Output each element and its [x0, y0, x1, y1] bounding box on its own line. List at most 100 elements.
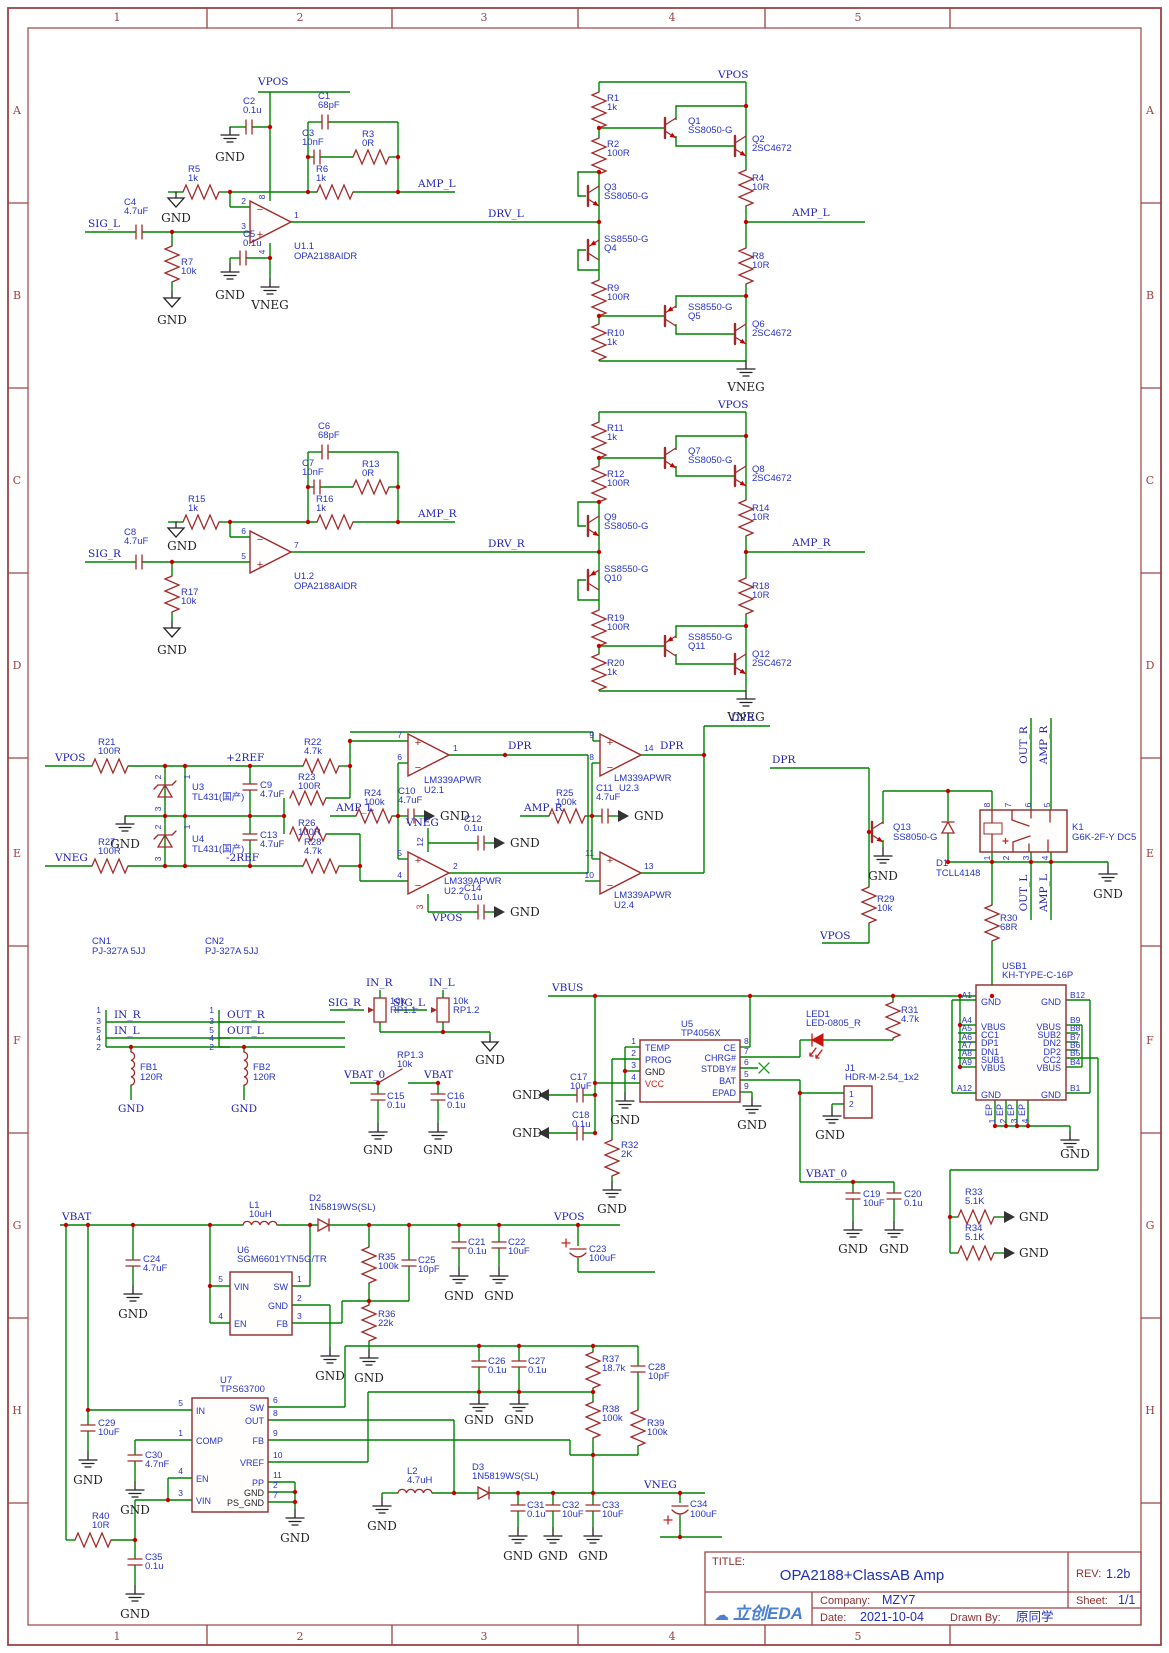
capacitor-symbol[interactable]: [510, 1504, 526, 1512]
component-label[interactable]: C2: [243, 96, 255, 107]
component-label[interactable]: U1.1: [294, 241, 314, 252]
component-label[interactable]: 10uF: [508, 1246, 530, 1257]
component-label[interactable]: 4.7nF: [145, 1459, 169, 1470]
component-label[interactable]: 0R: [362, 468, 374, 479]
component-label[interactable]: C10: [398, 786, 415, 797]
component-label[interactable]: 100uF: [690, 1509, 717, 1520]
net-label[interactable]: VPOS: [257, 76, 288, 88]
net-label[interactable]: OUT_L: [227, 1025, 264, 1037]
component-label[interactable]: 68R: [1000, 922, 1018, 933]
component-label[interactable]: R38: [602, 1404, 619, 1415]
resistor-symbol[interactable]: [302, 857, 340, 875]
component-label[interactable]: Q11: [688, 641, 705, 652]
capacitor-symbol[interactable]: [630, 1365, 646, 1373]
component-label[interactable]: C30: [145, 1450, 162, 1461]
resistor-symbol[interactable]: [590, 465, 608, 503]
net-label[interactable]: VBUS: [551, 982, 583, 994]
component-label[interactable]: TCLL4148: [936, 868, 980, 879]
capacitor-symbol[interactable]: [239, 250, 247, 266]
resistor-symbol[interactable]: [590, 137, 608, 175]
net-label[interactable]: OUT_L: [1018, 875, 1030, 912]
net-label[interactable]: VNEG: [405, 817, 439, 829]
component-label[interactable]: R40: [92, 1511, 109, 1522]
capacitor-symbol[interactable]: [127, 1454, 143, 1462]
component-label[interactable]: R16: [316, 494, 333, 505]
component-label[interactable]: C19: [863, 1189, 880, 1200]
component-label[interactable]: R25: [556, 788, 573, 799]
component-label[interactable]: 5.1K: [965, 1232, 985, 1243]
component-label[interactable]: C16: [447, 1091, 464, 1102]
net-label[interactable]: AMP_L: [335, 802, 374, 814]
capacitor-symbol[interactable]: [313, 479, 321, 495]
component-label[interactable]: 0.1u: [572, 1119, 591, 1130]
component-label[interactable]: 100k: [364, 797, 385, 808]
component-label[interactable]: C31: [527, 1500, 544, 1511]
net-label[interactable]: DPR: [508, 740, 532, 752]
capacitor-symbol[interactable]: [127, 1558, 143, 1566]
net-label[interactable]: DPR: [731, 712, 755, 724]
capacitor-symbol[interactable]: [125, 1259, 141, 1267]
component-label[interactable]: C6: [318, 421, 330, 432]
resistor-symbol[interactable]: [289, 789, 327, 807]
capacitor-symbol[interactable]: [135, 224, 143, 240]
net-label[interactable]: VBAT_0: [343, 1069, 385, 1081]
component-label[interactable]: K1: [1072, 822, 1084, 833]
component-label[interactable]: C33: [602, 1500, 619, 1511]
component-label[interactable]: 10k: [390, 996, 406, 1007]
component-label[interactable]: 1k: [607, 432, 617, 443]
component-label[interactable]: 4.7k: [901, 1014, 919, 1025]
component-label[interactable]: C34: [690, 1499, 707, 1510]
resistor-symbol[interactable]: [163, 575, 181, 613]
component-label[interactable]: U1.2: [294, 571, 314, 582]
tl431-symbol[interactable]: [153, 830, 177, 848]
resistor-symbol[interactable]: [360, 1246, 378, 1284]
net-label[interactable]: DPR: [660, 740, 684, 752]
component-label[interactable]: 0.1u: [468, 1246, 487, 1257]
resistor-symbol[interactable]: [737, 499, 755, 537]
capacitor-symbol[interactable]: [601, 808, 609, 824]
net-label[interactable]: AMP_R: [523, 802, 564, 814]
component-label[interactable]: 100R: [98, 846, 121, 857]
component-label[interactable]: 10R: [92, 1520, 110, 1531]
component-label[interactable]: D3: [472, 1462, 484, 1473]
switch-lever[interactable]: [377, 1068, 403, 1084]
component-label[interactable]: 120R: [253, 1072, 276, 1083]
component-label[interactable]: 4.7k: [304, 746, 322, 757]
capacitor-symbol[interactable]: [313, 149, 321, 165]
component-label[interactable]: CN2: [205, 936, 224, 947]
net-label[interactable]: VPOS: [553, 1211, 584, 1223]
net-label[interactable]: IN_R: [366, 977, 394, 989]
component-label[interactable]: C23: [589, 1244, 606, 1255]
component-label[interactable]: D2: [309, 1193, 321, 1204]
component-label[interactable]: SGM6601YTN5G/TR: [237, 1254, 327, 1265]
component-label[interactable]: R18: [752, 581, 769, 592]
diode-symbol[interactable]: [477, 1485, 491, 1501]
wire[interactable]: [577, 249, 599, 271]
component-label[interactable]: 4.7uF: [260, 839, 284, 850]
component-label[interactable]: 0.1u: [243, 105, 262, 116]
component-label[interactable]: U6: [237, 1245, 249, 1256]
component-label[interactable]: R34: [965, 1223, 982, 1234]
component-label[interactable]: R19: [607, 613, 624, 624]
component-label[interactable]: R2: [607, 139, 619, 150]
component-label[interactable]: R33: [965, 1187, 982, 1198]
component-label[interactable]: 0.1u: [243, 238, 262, 249]
component-label[interactable]: R35: [378, 1252, 395, 1263]
component-label[interactable]: 100R: [607, 622, 630, 633]
potentiometer-symbol[interactable]: [436, 997, 450, 1023]
component-label[interactable]: C35: [145, 1552, 162, 1563]
component-label[interactable]: C27: [528, 1356, 545, 1367]
component-label[interactable]: C29: [98, 1418, 115, 1429]
capacitor-symbol[interactable]: [242, 783, 258, 791]
capacitor-symbol[interactable]: [886, 1192, 902, 1200]
component-label[interactable]: U2.1: [424, 785, 444, 796]
wire[interactable]: [675, 625, 746, 638]
component-label[interactable]: 100k: [647, 1427, 668, 1438]
component-label[interactable]: 1k: [316, 503, 326, 514]
component-label[interactable]: R30: [1000, 913, 1017, 924]
component-label[interactable]: 10k: [877, 903, 893, 914]
component-label[interactable]: 1N5819WS(SL): [309, 1202, 376, 1213]
resistor-symbol[interactable]: [590, 609, 608, 647]
component-label[interactable]: 1k: [188, 503, 198, 514]
component-label[interactable]: 100R: [607, 148, 630, 159]
